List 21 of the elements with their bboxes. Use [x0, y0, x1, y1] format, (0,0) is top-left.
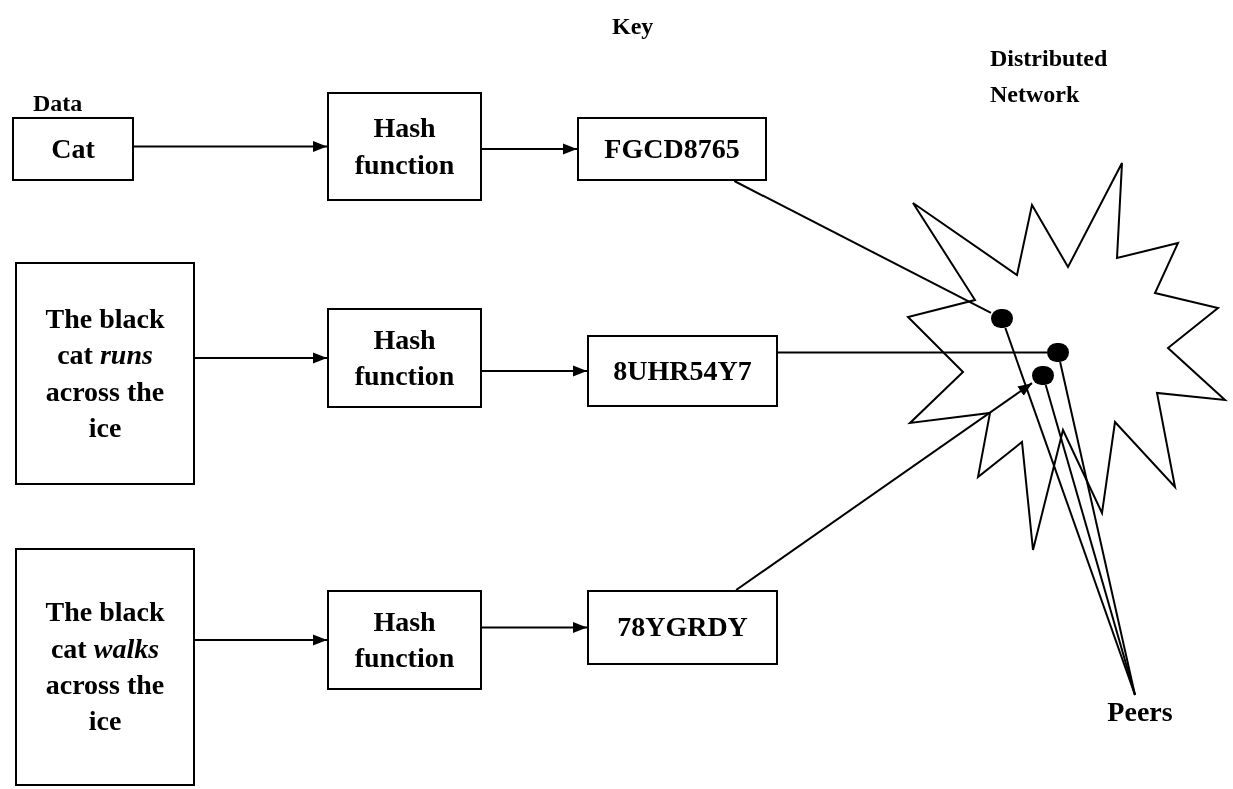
arrow	[735, 382, 1033, 591]
arrow	[481, 365, 588, 377]
process-box: The black cat walks across the ice	[15, 548, 195, 786]
arrow	[481, 621, 588, 634]
arrow	[194, 352, 328, 364]
process-box: 78YGRDY	[587, 590, 778, 665]
process-box: Hash function	[327, 590, 482, 690]
network-heading: Distributed Network	[990, 44, 1109, 109]
process-box: Cat	[12, 117, 134, 181]
arrow	[481, 143, 578, 155]
column-heading: Data	[33, 89, 83, 118]
process-box: Hash function	[327, 308, 482, 408]
process-box: Hash function	[327, 92, 482, 201]
process-box: 8UHR54Y7	[587, 335, 778, 407]
leader-line	[1044, 384, 1136, 696]
process-box: The black cat runs across the ice	[15, 262, 195, 485]
arrow	[194, 634, 328, 646]
leader-line	[1004, 327, 1136, 696]
column-heading: Key	[612, 12, 654, 41]
arrow	[133, 140, 328, 153]
process-box: FGCD8765	[577, 117, 767, 181]
